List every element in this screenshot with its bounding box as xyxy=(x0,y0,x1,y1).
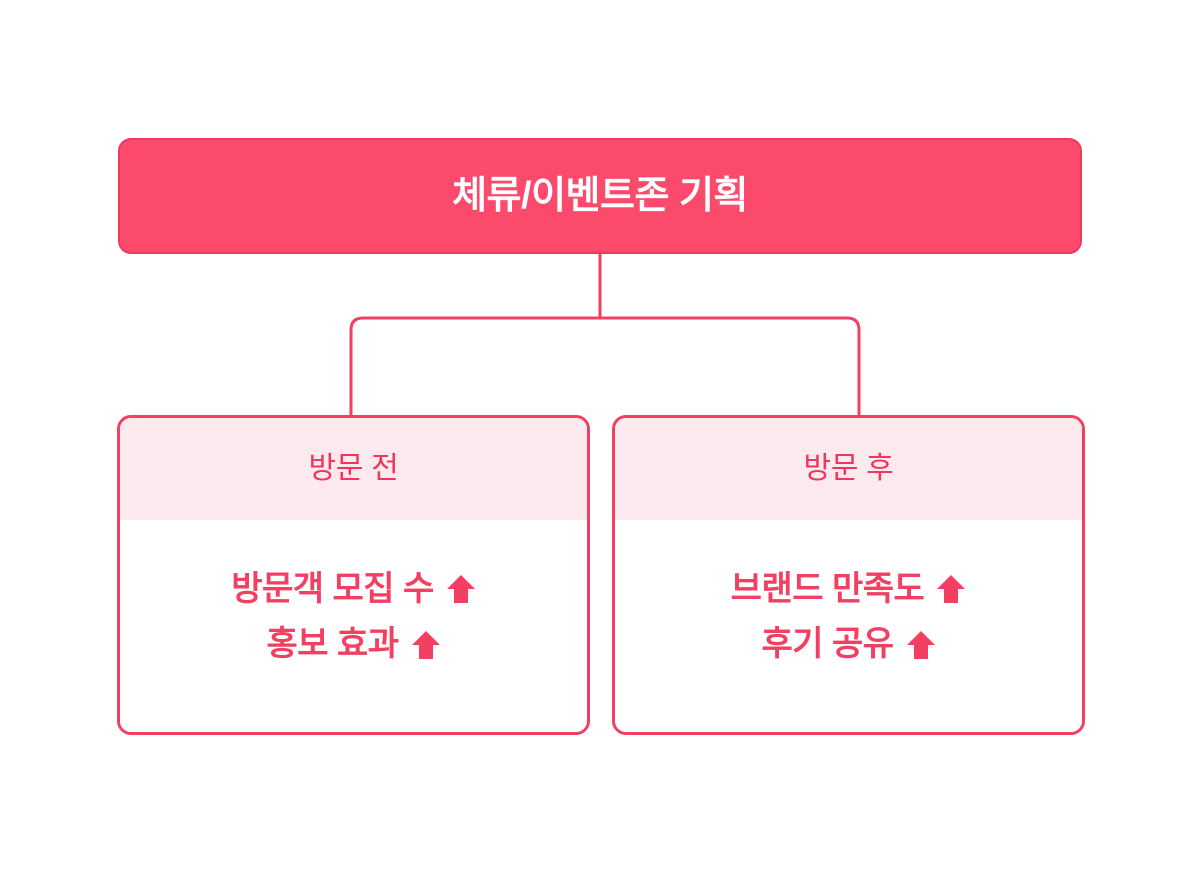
branch-item: 브랜드 만족도 xyxy=(730,569,967,608)
branch-item-label: 방문객 모집 수 xyxy=(231,569,434,608)
root-node-label: 체류/이벤트존 기획 xyxy=(452,175,748,217)
branch-card-body: 방문객 모집 수 홍보 효과 xyxy=(120,520,587,732)
branch-item: 방문객 모집 수 xyxy=(231,569,476,608)
connector-bus xyxy=(349,316,861,415)
branch-card-header: 방문 후 xyxy=(615,418,1082,520)
branch-card-body: 브랜드 만족도 후기 공유 xyxy=(615,520,1082,732)
branch-card-header-label: 방문 전 xyxy=(308,452,399,485)
branch-card-header-label: 방문 후 xyxy=(803,452,894,485)
branch-item-label: 후기 공유 xyxy=(761,625,894,663)
arrow-up-icon xyxy=(906,630,935,659)
arrow-up-icon xyxy=(411,630,440,659)
branch-card-after-visit: 방문 후 브랜드 만족도 후기 공유 xyxy=(612,415,1085,735)
branch-item-label: 브랜드 만족도 xyxy=(730,569,925,608)
branch-item: 후기 공유 xyxy=(761,625,935,663)
root-node: 체류/이벤트존 기획 xyxy=(118,138,1082,254)
branch-item-label: 홍보 효과 xyxy=(266,625,399,663)
arrow-up-icon xyxy=(446,575,475,604)
branch-card-header: 방문 전 xyxy=(120,418,587,520)
arrow-up-icon xyxy=(937,575,966,604)
branch-item: 홍보 효과 xyxy=(266,625,440,663)
branch-card-before-visit: 방문 전 방문객 모집 수 홍보 효과 xyxy=(117,415,590,735)
